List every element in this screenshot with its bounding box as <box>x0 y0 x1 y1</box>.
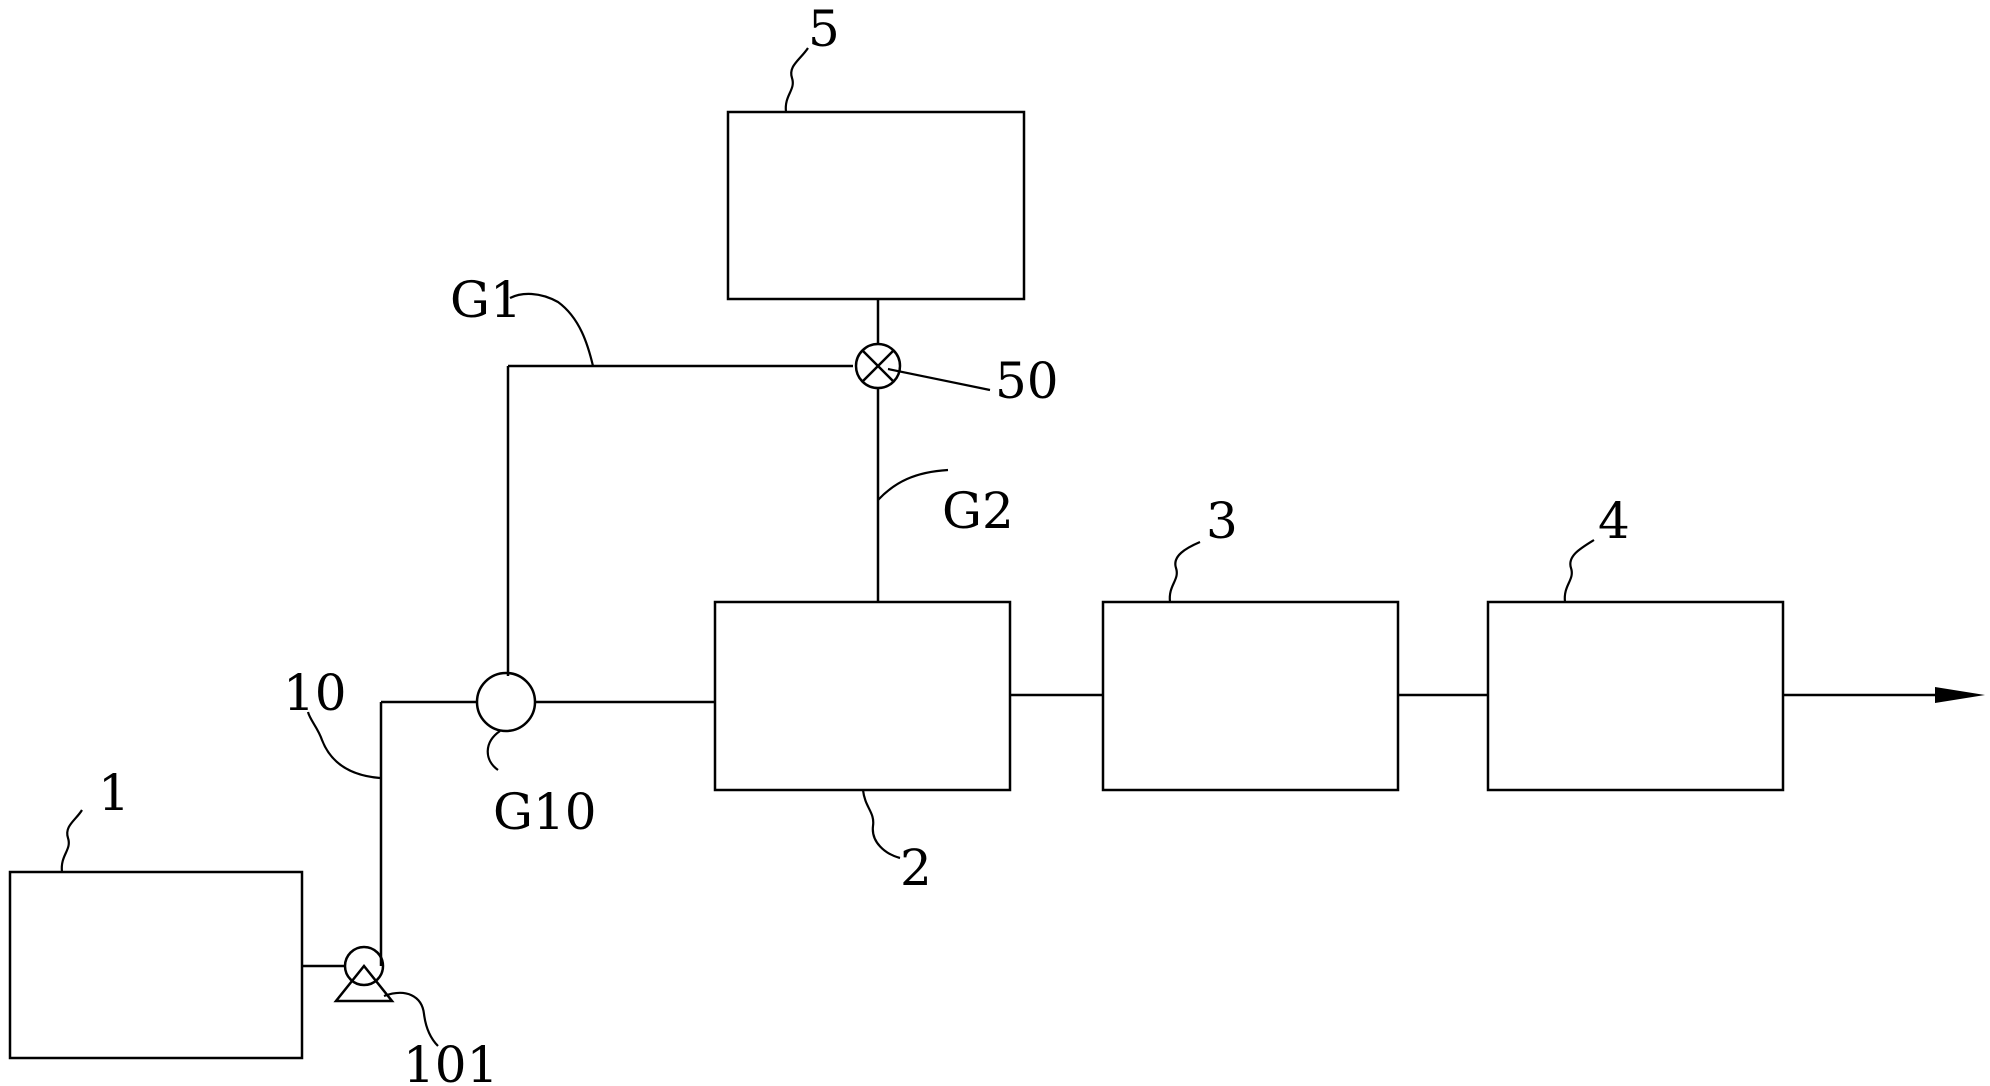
label-unit-4: 4 <box>1598 492 1630 550</box>
unit-3-box <box>1101 600 1400 792</box>
unit-2-box <box>713 600 1012 792</box>
unit-1-box <box>8 870 304 1060</box>
label-unit-5: 5 <box>808 0 840 58</box>
leader-unit-4 <box>1563 539 1595 603</box>
pipe-network <box>302 299 1950 968</box>
label-unit-1: 1 <box>98 764 130 822</box>
label-unit-3: 3 <box>1206 492 1238 550</box>
leader-pipe-10 <box>306 711 381 780</box>
leader-pipe-g2 <box>877 468 949 501</box>
three-way-valve-icon <box>475 671 537 733</box>
label-pump-101: 101 <box>403 1036 498 1086</box>
leader-unit-3 <box>1168 540 1201 603</box>
leader-valve-g10 <box>486 730 501 771</box>
reference-labels: 1 2 3 4 5 10 101 G1 G2 G10 50 <box>98 0 1630 1086</box>
leader-pipe-g1 <box>509 292 595 367</box>
arrow-right-icon <box>1935 687 1985 703</box>
leader-unit-5 <box>784 47 809 113</box>
crossed-valve-icon <box>854 342 902 390</box>
pump-icon <box>333 945 395 1003</box>
label-valve-50: 50 <box>995 352 1059 410</box>
leader-unit-2 <box>861 789 901 860</box>
leader-pump-101 <box>383 991 439 1047</box>
label-valve-g10: G10 <box>493 783 597 841</box>
unit-5-box <box>726 110 1026 301</box>
label-pipe-10: 10 <box>283 664 347 722</box>
label-pipe-g2: G2 <box>942 482 1014 540</box>
label-pipe-g1: G1 <box>450 271 522 329</box>
leader-valve-50 <box>887 367 991 392</box>
leader-unit-1 <box>60 809 83 873</box>
leader-lines <box>60 47 1595 1047</box>
label-unit-2: 2 <box>900 839 932 897</box>
unit-4-box <box>1486 600 1785 792</box>
